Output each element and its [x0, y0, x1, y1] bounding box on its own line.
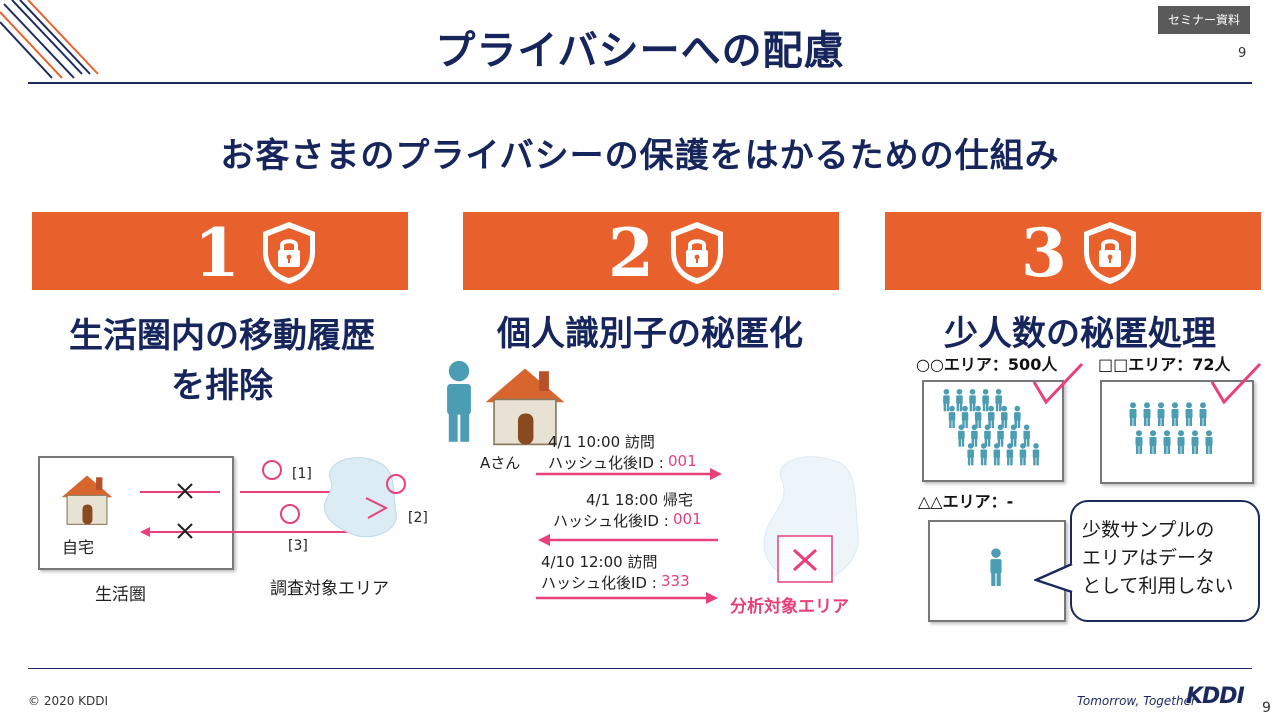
kddi-logo: KDDI — [1186, 684, 1245, 709]
single-person-icon — [990, 548, 1002, 586]
section-2-number: 2 — [608, 214, 654, 292]
home-label: 自宅 — [62, 538, 95, 557]
lock-shield-icon — [1082, 220, 1138, 286]
person-label: Aさん — [480, 454, 521, 472]
seminar-badge: セミナー資料 — [1158, 6, 1250, 34]
callout-pointer — [1034, 562, 1074, 594]
record-1-time: 4/1 10:00 訪問 — [548, 433, 655, 451]
section-2-flow-diagram — [536, 456, 859, 604]
copyright: © 2020 KDDI — [28, 694, 109, 708]
crowd-72-icon — [1129, 402, 1213, 454]
record-2-id-label: ハッシュ化後ID : — [553, 512, 669, 530]
record-1-id: 001 — [668, 452, 697, 470]
area-1-label: ○○エリア：500人 — [916, 355, 1058, 374]
lock-shield-icon — [261, 220, 317, 286]
step-2-label: [2] — [408, 510, 428, 526]
checkmark-icon — [1210, 362, 1262, 405]
page-number-top: 9 — [1238, 46, 1247, 61]
home-icon — [61, 474, 113, 525]
section-3-number: 3 — [1021, 214, 1067, 292]
page-title: プライバシーへの配慮 — [435, 28, 845, 74]
callout-line-3: として利用しない — [1082, 575, 1234, 597]
area-3-label: △△エリア：- — [918, 492, 1014, 511]
analysis-area-label: 分析対象エリア — [730, 597, 849, 617]
section-1-title-line2: を排除 — [171, 366, 273, 406]
footer-divider — [28, 668, 1252, 669]
section-1-flow-diagram — [140, 457, 406, 539]
corner-stripes-decoration — [0, 0, 99, 79]
person-icon — [447, 360, 471, 442]
section-1-title-line1: 生活圏内の移動履歴 — [69, 316, 375, 356]
record-3-id: 333 — [661, 572, 690, 590]
record-2-id: 001 — [673, 510, 702, 528]
callout-text: 少数サンプルの エリアはデータ として利用しない — [1082, 516, 1252, 600]
section-1-header: 1 — [32, 212, 408, 292]
section-3-header: 3 — [885, 212, 1261, 292]
section-1-number: 1 — [194, 214, 240, 292]
record-3-id-label: ハッシュ化後ID : — [541, 574, 657, 592]
callout-line-2: エリアはデータ — [1082, 547, 1216, 569]
survey-area-label: 調査対象エリア — [270, 579, 389, 599]
section-2-header: 2 — [463, 212, 839, 292]
callout-bubble — [1070, 500, 1260, 622]
lock-shield-icon — [669, 220, 725, 286]
tagline: Tomorrow, Together — [1077, 694, 1196, 708]
callout-line-1: 少数サンプルの — [1082, 519, 1215, 541]
record-2-time: 4/1 18:00 帰宅 — [586, 491, 693, 509]
step-3-label: [3] — [288, 538, 308, 554]
checkmark-icon — [1032, 362, 1084, 405]
record-3-time: 4/10 12:00 訪問 — [541, 553, 658, 571]
title-divider — [28, 82, 1252, 84]
page-subtitle: お客さまのプライバシーの保護をはかるための仕組み — [220, 136, 1060, 176]
section-3-title: 少人数の秘匿処理 — [944, 314, 1216, 354]
page-number-bottom: 9 — [1262, 700, 1271, 716]
section-2-title: 個人識別子の秘匿化 — [497, 314, 803, 354]
step-1-label: [1] — [292, 466, 312, 482]
record-1-id-label: ハッシュ化後ID : — [548, 454, 664, 472]
life-area-label: 生活圏 — [95, 585, 146, 605]
area-2-label: □□エリア：72人 — [1098, 355, 1231, 374]
